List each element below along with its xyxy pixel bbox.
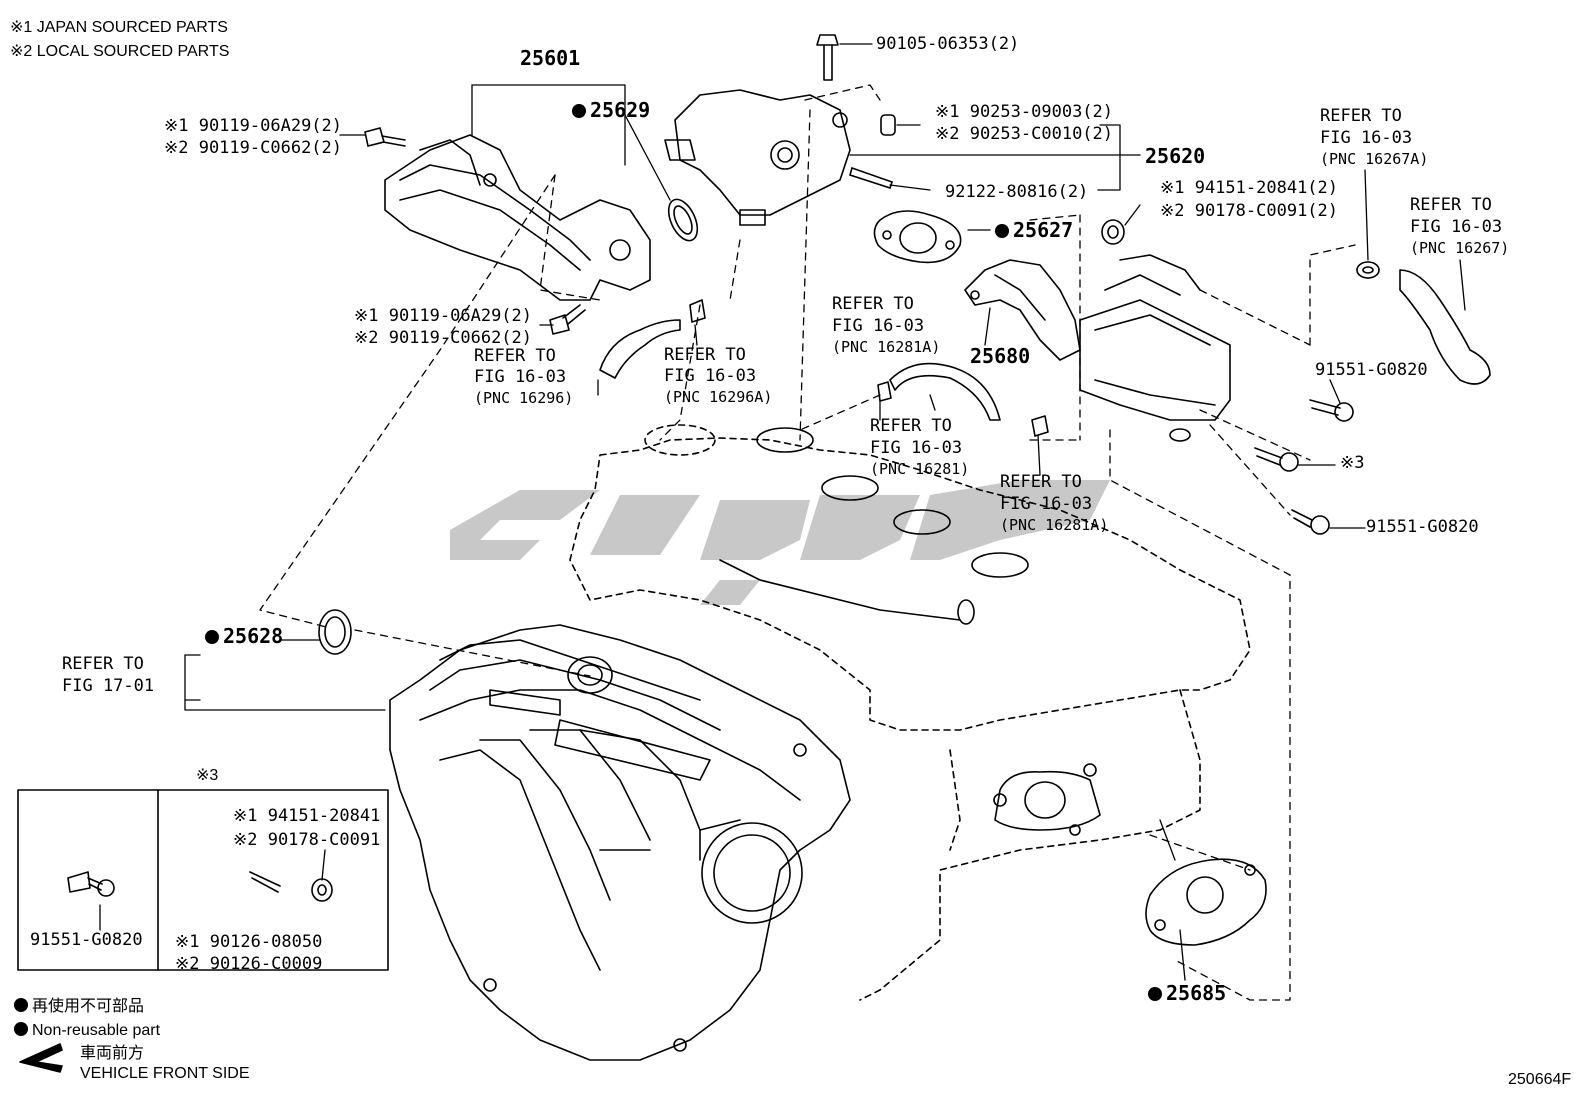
part-25627: 25627 (995, 220, 1073, 240)
ref-16281-l1: REFER TO (870, 416, 952, 436)
ref-16296A-l2: FIG 16-03 (664, 366, 757, 386)
nut-2-label: ※2 90178-C0091(2) (1160, 201, 1339, 221)
nut-94151 (1101, 219, 1125, 245)
nut-1-label: ※1 94151-20841(2) (1160, 178, 1339, 198)
ref-16281-l2: FIG 16-03 (870, 438, 963, 458)
bolt-r2-label: ※3 (1340, 453, 1365, 473)
cam-ovals (756, 427, 1029, 578)
front-arrow-icon (19, 1043, 63, 1073)
front-jp: 車両前方 (80, 1045, 145, 1062)
inset-nut1: ※1 94151-20841 (233, 806, 381, 826)
clip-16281A (877, 381, 892, 402)
bolt-r3-label: 91551-G0820 (1366, 517, 1479, 537)
inset-left-part: 91551-G0820 (30, 930, 143, 950)
inset-box (17, 789, 389, 971)
part-25680: 25680 (970, 344, 1031, 368)
egr-cooler-25601 (384, 134, 651, 301)
gasket-25685 (1145, 858, 1267, 946)
bolt-b2-label: ※2 90119-C0662(2) (354, 328, 533, 348)
ref-16267-l1: REFER TO (1410, 195, 1492, 215)
bolt-91551-lower (1291, 509, 1330, 535)
ref-16296A-l3: (PNC 16296A) (664, 388, 773, 406)
hose-16267 (1399, 269, 1491, 385)
part-25628: 25628 (205, 626, 283, 646)
ref-16267-l3: (PNC 16267) (1410, 239, 1510, 257)
ref-1701-l2: FIG 17-01 (62, 676, 155, 696)
bolt-b1-label: ※1 90119-06A29(2) (354, 306, 533, 326)
bolt-90119-lower (549, 304, 586, 335)
bolt-r1-label: 91551-G0820 (1315, 360, 1428, 380)
leader-lines (99, 43, 1466, 981)
watermark-logo (450, 480, 1110, 605)
pin-1-label: ※1 90253-09003(2) (935, 102, 1114, 122)
bolt-a1-label: ※1 90119-06A29(2) (164, 116, 343, 136)
clip-16281A-lower (1031, 415, 1049, 437)
ref-16267-l2: FIG 16-03 (1410, 217, 1503, 237)
inset-title: ※3 (196, 767, 219, 784)
egr-cooler-lower (1079, 254, 1231, 442)
part-25685-text: 25685 (1166, 981, 1227, 1005)
part-25627-text: 25627 (1013, 218, 1074, 242)
inset-nut2: ※2 90178-C0091 (233, 830, 381, 850)
engine-head-outline (569, 437, 1251, 1001)
ref-16267A-l1: REFER TO (1320, 106, 1402, 126)
ref-16281A-bot-l1: REFER TO (1000, 472, 1082, 492)
figure-id: 250664F (1508, 1071, 1572, 1088)
ref-16296A-l1: REFER TO (664, 345, 746, 365)
egr-valve-25620 (664, 89, 851, 226)
ref-16296-l1: REFER TO (474, 346, 556, 366)
dashed-lines (259, 84, 1356, 1001)
note-japan: ※1 JAPAN SOURCED PARTS (10, 19, 228, 36)
part-25601: 25601 (520, 46, 581, 70)
front-en: VEHICLE FRONT SIDE (80, 1065, 250, 1082)
ref-16296-l3: (PNC 16296) (474, 389, 574, 407)
ref-16281A-top-l3: (PNC 16281A) (832, 338, 941, 356)
gasket-25627 (873, 210, 962, 264)
cam-tube (719, 559, 975, 625)
ref-16281-l3: (PNC 16281) (870, 460, 970, 478)
intake-manifold (389, 624, 851, 1061)
legend-en: Non-reusable part (14, 1022, 160, 1039)
ref-16281A-bot-l3: (PNC 16281A) (1000, 516, 1109, 534)
bolt-90105-label: 90105-06353(2) (876, 34, 1020, 54)
ref-16281A-top-l1: REFER TO (832, 294, 914, 314)
clamp-16267A (1356, 261, 1380, 279)
legend-en-text: Non-reusable part (32, 1022, 161, 1039)
bolt-3 (1254, 447, 1299, 472)
stud-92122 (849, 167, 893, 189)
inset-stud1: ※1 90126-08050 (175, 932, 323, 952)
inset-stud2: ※2 90126-C0009 (175, 954, 323, 974)
hose-16281 (889, 362, 1001, 421)
ref-1701-l1: REFER TO (62, 654, 144, 674)
part-25629: 25629 (572, 100, 650, 120)
note-local: ※2 LOCAL SOURCED PARTS (10, 43, 230, 60)
ref-16267A-l3: (PNC 16267A) (1320, 150, 1429, 168)
ref-16281A-bot-l2: FIG 16-03 (1000, 494, 1093, 514)
exhaust-flange (993, 763, 1101, 836)
part-25628-text: 25628 (223, 624, 284, 648)
gasket-25629 (667, 198, 699, 242)
ref-16281A-top-l2: FIG 16-03 (832, 316, 925, 336)
ref-16267A-l2: FIG 16-03 (1320, 128, 1413, 148)
stud-label: 92122-80816(2) (945, 182, 1089, 202)
legend-jp: 再使用不可部品 (14, 998, 144, 1015)
part-25620: 25620 (1145, 144, 1206, 168)
clip-16296A (689, 299, 706, 323)
ref-16296-l2: FIG 16-03 (474, 367, 567, 387)
part-25685: 25685 (1148, 983, 1226, 1003)
bolt-91551-upper (1309, 399, 1354, 422)
cam-ovals-dashed (644, 424, 716, 456)
part-25629-text: 25629 (590, 98, 651, 122)
pin-90253 (880, 114, 896, 136)
gasket-25628 (318, 609, 352, 655)
bolt-a2-label: ※2 90119-C0662(2) (164, 138, 343, 158)
bolt-90105 (816, 34, 839, 81)
bolt-90119-upper (364, 127, 406, 147)
hose-16296 (599, 319, 681, 379)
pin-2-label: ※2 90253-C0010(2) (935, 124, 1114, 144)
legend-jp-text: 再使用不可部品 (32, 998, 145, 1015)
